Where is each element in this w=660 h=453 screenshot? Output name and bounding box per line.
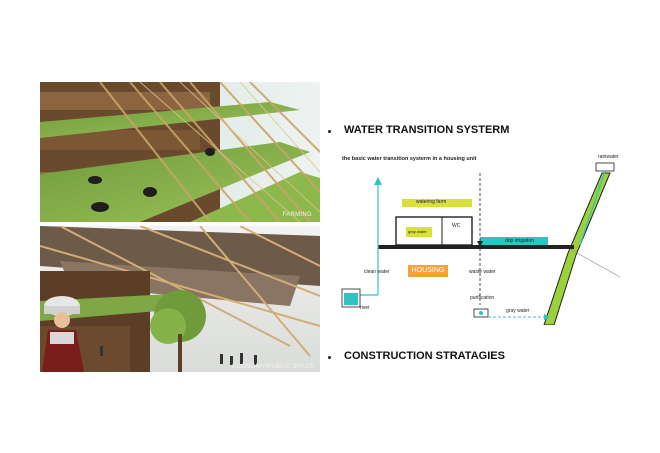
waste-water-label: waste water (469, 269, 496, 275)
housing-label: HOUSING (411, 267, 445, 274)
gray-water-box-label: gray water (408, 229, 427, 234)
wc-label: WC (452, 223, 461, 229)
purification-label: purification (470, 295, 495, 301)
river-label: river (360, 305, 370, 311)
gray-water-flow-label: gray water (506, 308, 530, 314)
rainwater-label: rainwater (598, 154, 619, 160)
watering-farm-label: watering farm (416, 199, 447, 205)
farming-render-photo: FARMING (40, 82, 320, 222)
construction-heading: CONSTRUCTION STRATAGIES (344, 350, 505, 362)
drip-irrigation-label: drip irrigation (505, 238, 534, 244)
diagram-graphics (341, 162, 621, 325)
farming-caption: FARMING (282, 212, 312, 218)
water-transition-diagram: the basic water transition systerm in a … (330, 145, 630, 325)
clean-water-label: clean water (364, 269, 390, 275)
diagram-subtitle: the basic water transition systerm in a … (342, 156, 477, 162)
public-space-render-photo: ECONOMY/PUBLIC SPACE (40, 226, 320, 372)
public-space-caption: ECONOMY/PUBLIC SPACE (232, 364, 314, 370)
housing-badge: HOUSING (408, 265, 448, 277)
bullet-water (328, 130, 331, 133)
bullet-construction (328, 356, 331, 359)
water-transition-heading: WATER TRANSITION SYSTERM (344, 124, 510, 136)
